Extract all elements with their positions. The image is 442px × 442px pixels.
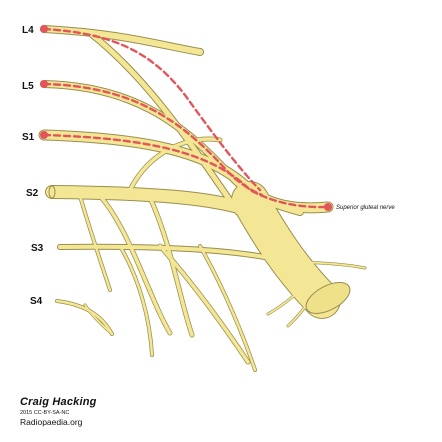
branch-2: [148, 196, 194, 337]
branch-1: [98, 194, 172, 335]
credit-license: 2015 CC-BY-SA-NC: [20, 410, 70, 416]
trunk-cut-end: [305, 282, 351, 314]
branch-7: [84, 304, 113, 335]
label-s1: S1: [22, 132, 35, 143]
branch-4: [118, 244, 154, 357]
label-l4: L4: [22, 25, 34, 36]
label-s3: S3: [31, 243, 44, 254]
l4-descending-outline: [86, 29, 242, 216]
l4-origin-dot: [40, 25, 48, 33]
superior-gluteal-pathway: [42, 27, 330, 209]
superior-gluteal-end-dot: [324, 203, 332, 211]
credit-author: Craig Hacking: [20, 396, 97, 408]
branch-6: [198, 244, 257, 372]
l5-origin-dot: [40, 80, 48, 88]
s1-origin-dot: [40, 131, 48, 139]
branch-11: [128, 137, 222, 192]
label-s2: S2: [26, 188, 39, 199]
nerve-fills: [39, 26, 366, 372]
l4-contribution: [42, 27, 262, 192]
label-s4: S4: [30, 296, 43, 307]
branch-8: [279, 261, 366, 269]
superior-gluteal-nerve-label: Superior gluteal nerve: [336, 205, 395, 211]
l4-descending-branch: [87, 30, 241, 215]
credit-site: Radiopaedia.org: [20, 417, 83, 427]
s1-contribution: [42, 133, 330, 209]
branch-9: [267, 289, 301, 315]
branch-5: [158, 244, 250, 364]
s2-root: [46, 186, 268, 221]
s2-cut-end: [48, 185, 56, 199]
s3-root: [58, 244, 292, 264]
label-l5: L5: [22, 81, 34, 92]
branch-3: [78, 194, 112, 292]
l5-contribution: [42, 82, 264, 197]
